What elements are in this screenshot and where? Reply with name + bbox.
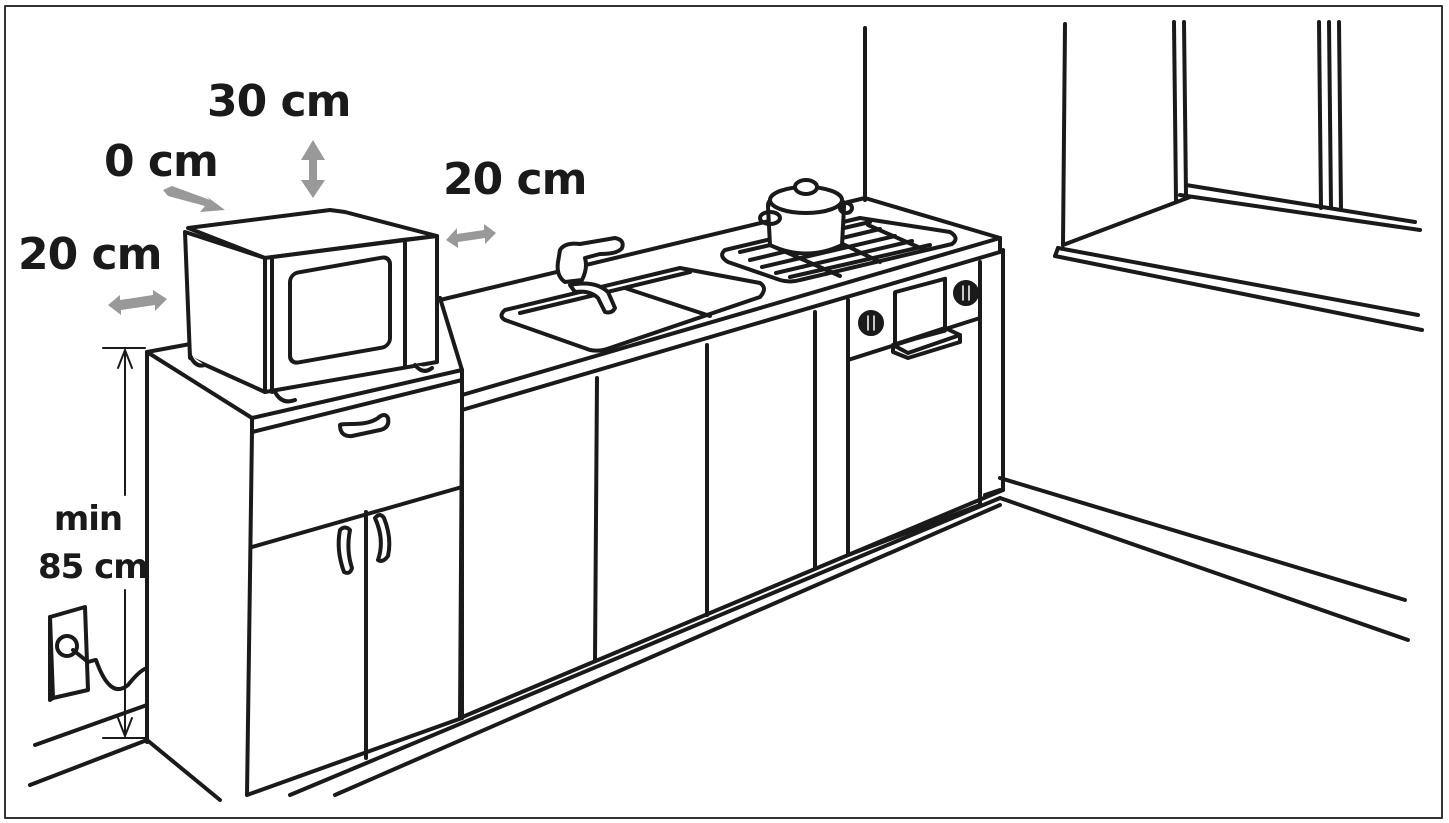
height-label-min: min [52,499,124,539]
clearance-arrows [108,140,496,315]
microwave-oven [183,208,439,404]
height-label-value: 85 cm [38,547,149,587]
left-clearance-label: 20 cm [18,229,162,280]
top-clearance-arrow [301,140,325,198]
height-dimension [102,347,146,739]
diagram-border [4,5,1443,819]
rear-clearance-label: 0 cm [104,136,219,187]
oven-controls [858,276,979,360]
right-clearance-label: 20 cm [443,154,587,205]
room-walls [28,26,1410,802]
top-clearance-label: 30 cm [207,76,351,127]
right-clearance-arrow [446,224,496,248]
left-clearance-arrow [108,290,167,315]
rear-clearance-arrow [163,186,225,212]
window-frame [1053,20,1424,332]
sink [499,236,766,353]
wall-socket-with-plug [48,605,149,702]
cooking-pot [758,178,854,256]
